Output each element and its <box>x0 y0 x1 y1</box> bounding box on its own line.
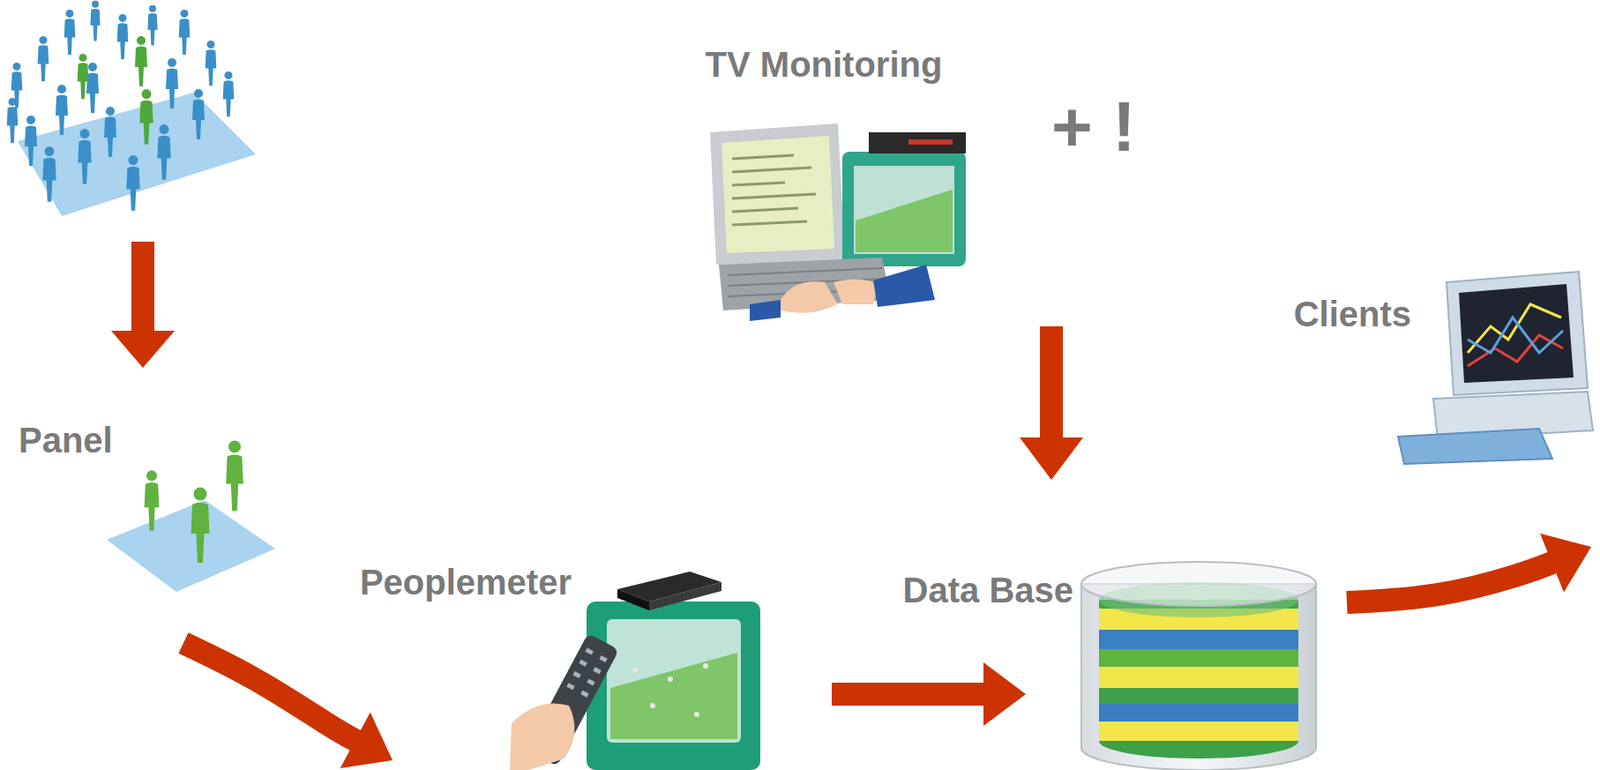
stage-label: Clients <box>1293 293 1412 335</box>
flow-stage: Data Base <box>1081 566 1316 770</box>
flow-stage: Peoplemeter <box>509 571 761 770</box>
arrow-shaft <box>1346 561 1554 603</box>
arrow-shaft <box>831 682 986 706</box>
stage-label: TV Monitoring <box>705 44 943 85</box>
flow-stage: Clients <box>1420 270 1595 464</box>
flow-arrow <box>1346 533 1592 603</box>
arrow-head <box>1540 533 1592 593</box>
keyboard <box>1398 428 1553 464</box>
flow-arrow <box>183 642 393 769</box>
stage-label: Data Base <box>903 569 1074 611</box>
stage-label: Panel <box>18 419 113 461</box>
arrow-shaft <box>1039 326 1063 440</box>
hand <box>509 703 575 770</box>
hands <box>780 281 838 314</box>
flow-stage: Panel <box>106 438 276 592</box>
flow-arrow <box>1019 326 1084 480</box>
flow-arrow <box>111 241 175 368</box>
crowd-ground <box>17 92 256 217</box>
panel-illustration <box>106 440 276 592</box>
client-computer <box>1398 271 1593 464</box>
stage-label: Peoplemeter <box>359 561 572 603</box>
database-cylinder <box>1081 561 1316 770</box>
flow-arrow <box>831 662 1026 726</box>
arrow-head <box>340 712 393 769</box>
arrow-head <box>983 662 1026 726</box>
note-label: + ! <box>1051 91 1137 163</box>
arrow-head <box>1019 437 1084 480</box>
monitoring-illustration <box>710 123 966 322</box>
video-recorder <box>868 132 966 154</box>
crowd-illustration <box>7 0 256 217</box>
flow-stage: TV Monitoring <box>703 117 970 322</box>
arrow-shaft <box>183 642 357 741</box>
